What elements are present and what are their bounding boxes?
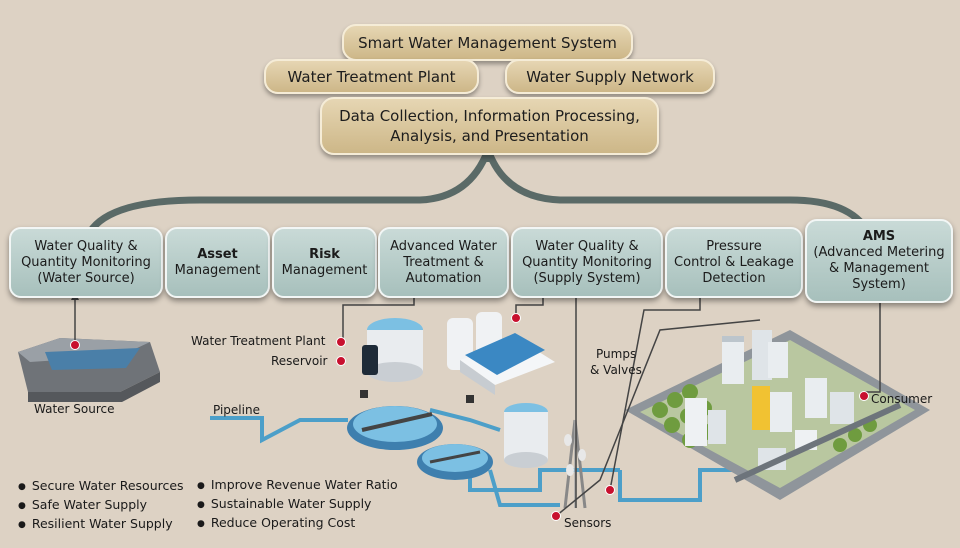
benefit-item: Resilient Water Supply <box>18 515 184 534</box>
water-source-marker <box>70 340 80 350</box>
label-water-treatment-plant: Water Treatment Plant <box>191 334 326 348</box>
label-consumer: Consumer <box>871 392 933 406</box>
label-pipeline: Pipeline <box>213 403 260 417</box>
benefits-left-list: Secure Water Resources Safe Water Supply… <box>18 477 184 534</box>
label-reservoir: Reservoir <box>271 354 328 368</box>
label-pumps: Pumps <box>596 347 637 361</box>
treatment-plant-illustration <box>347 312 555 480</box>
water-treatment-plant-pill: Water Treatment Plant <box>264 59 479 94</box>
benefit-item: Sustainable Water Supply <box>197 495 398 514</box>
system-title: Smart Water Management System <box>342 24 633 61</box>
city-illustration <box>625 330 930 500</box>
benefit-item: Improve Revenue Water Ratio <box>197 476 398 495</box>
benefits-right-list: Improve Revenue Water Ratio Sustainable … <box>197 476 398 533</box>
water-supply-network-pill: Water Supply Network <box>505 59 715 94</box>
sensor-markers <box>336 313 869 521</box>
data-processing-pill: Data Collection, Information Processing,… <box>320 97 659 155</box>
label-sensors: Sensors <box>564 516 612 530</box>
benefit-item: Reduce Operating Cost <box>197 514 398 533</box>
benefit-item: Safe Water Supply <box>18 496 184 515</box>
label-water-source: Water Source <box>34 402 115 416</box>
benefit-item: Secure Water Resources <box>18 477 184 496</box>
module-water-source-monitoring: Water Quality &Quantity Monitoring(Water… <box>9 227 163 298</box>
module-supply-monitoring: Water Quality &Quantity Monitoring(Suppl… <box>511 227 663 298</box>
water-source-illustration <box>18 338 160 402</box>
hub-connector <box>87 139 872 235</box>
label-valves: & Valves <box>590 363 642 377</box>
